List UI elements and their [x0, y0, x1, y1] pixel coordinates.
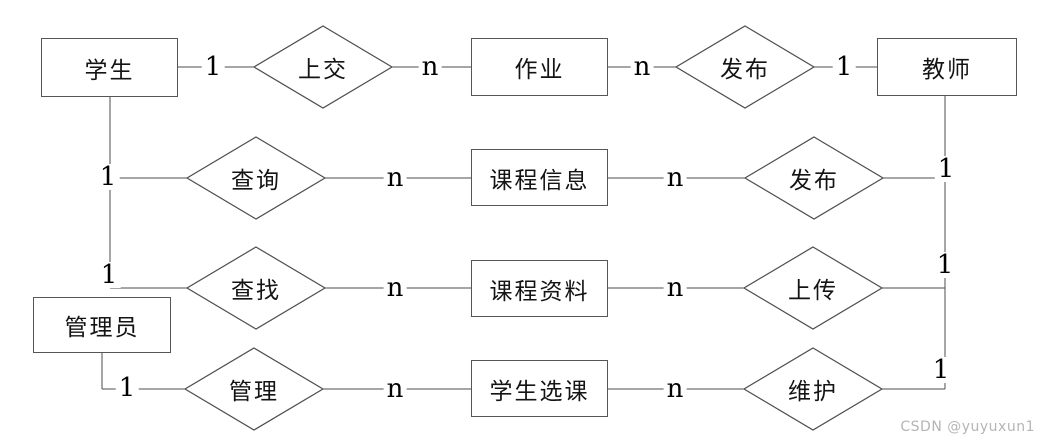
cardinality-label: n	[663, 376, 687, 402]
cardinality-label: 1	[832, 54, 856, 80]
entity-course-material: 课程资料	[471, 260, 608, 317]
cardinality-label: 1	[96, 164, 120, 190]
entity-homework: 作业	[471, 38, 608, 96]
cardinality-label: 1	[933, 252, 957, 278]
cardinality-label: 1	[97, 262, 121, 288]
cardinality-label: n	[383, 275, 407, 301]
cardinality-label: 1	[115, 375, 139, 401]
connectors	[101, 66, 946, 390]
cardinality-label: 1	[929, 357, 953, 383]
diamond-publish-homework	[674, 25, 816, 109]
diamond-submit	[252, 25, 394, 109]
cardinality-label: 1	[201, 54, 225, 80]
diamond-maintain	[742, 347, 884, 431]
relationship-diamonds	[183, 25, 885, 431]
diamond-upload	[742, 246, 884, 330]
diamond-manage	[183, 347, 325, 431]
cardinality-label: n	[663, 275, 687, 301]
diamond-query	[185, 136, 327, 220]
cardinality-label: 1	[934, 156, 958, 182]
cardinality-label: n	[630, 54, 654, 80]
entity-admin: 管理员	[33, 297, 171, 353]
entity-course-info: 课程信息	[471, 149, 608, 206]
entity-teacher: 教师	[877, 38, 1017, 96]
cardinality-label: n	[383, 376, 407, 402]
cardinality-label: n	[663, 165, 687, 191]
cardinality-label: n	[383, 165, 407, 191]
cardinality-label: n	[418, 54, 442, 80]
entity-student: 学生	[41, 38, 178, 97]
entity-course-selection: 学生选课	[471, 360, 608, 417]
csdn-watermark: CSDN @yuyuxun1	[900, 419, 1035, 435]
diamond-find	[185, 246, 327, 330]
diamond-publish-course-info	[743, 136, 885, 220]
